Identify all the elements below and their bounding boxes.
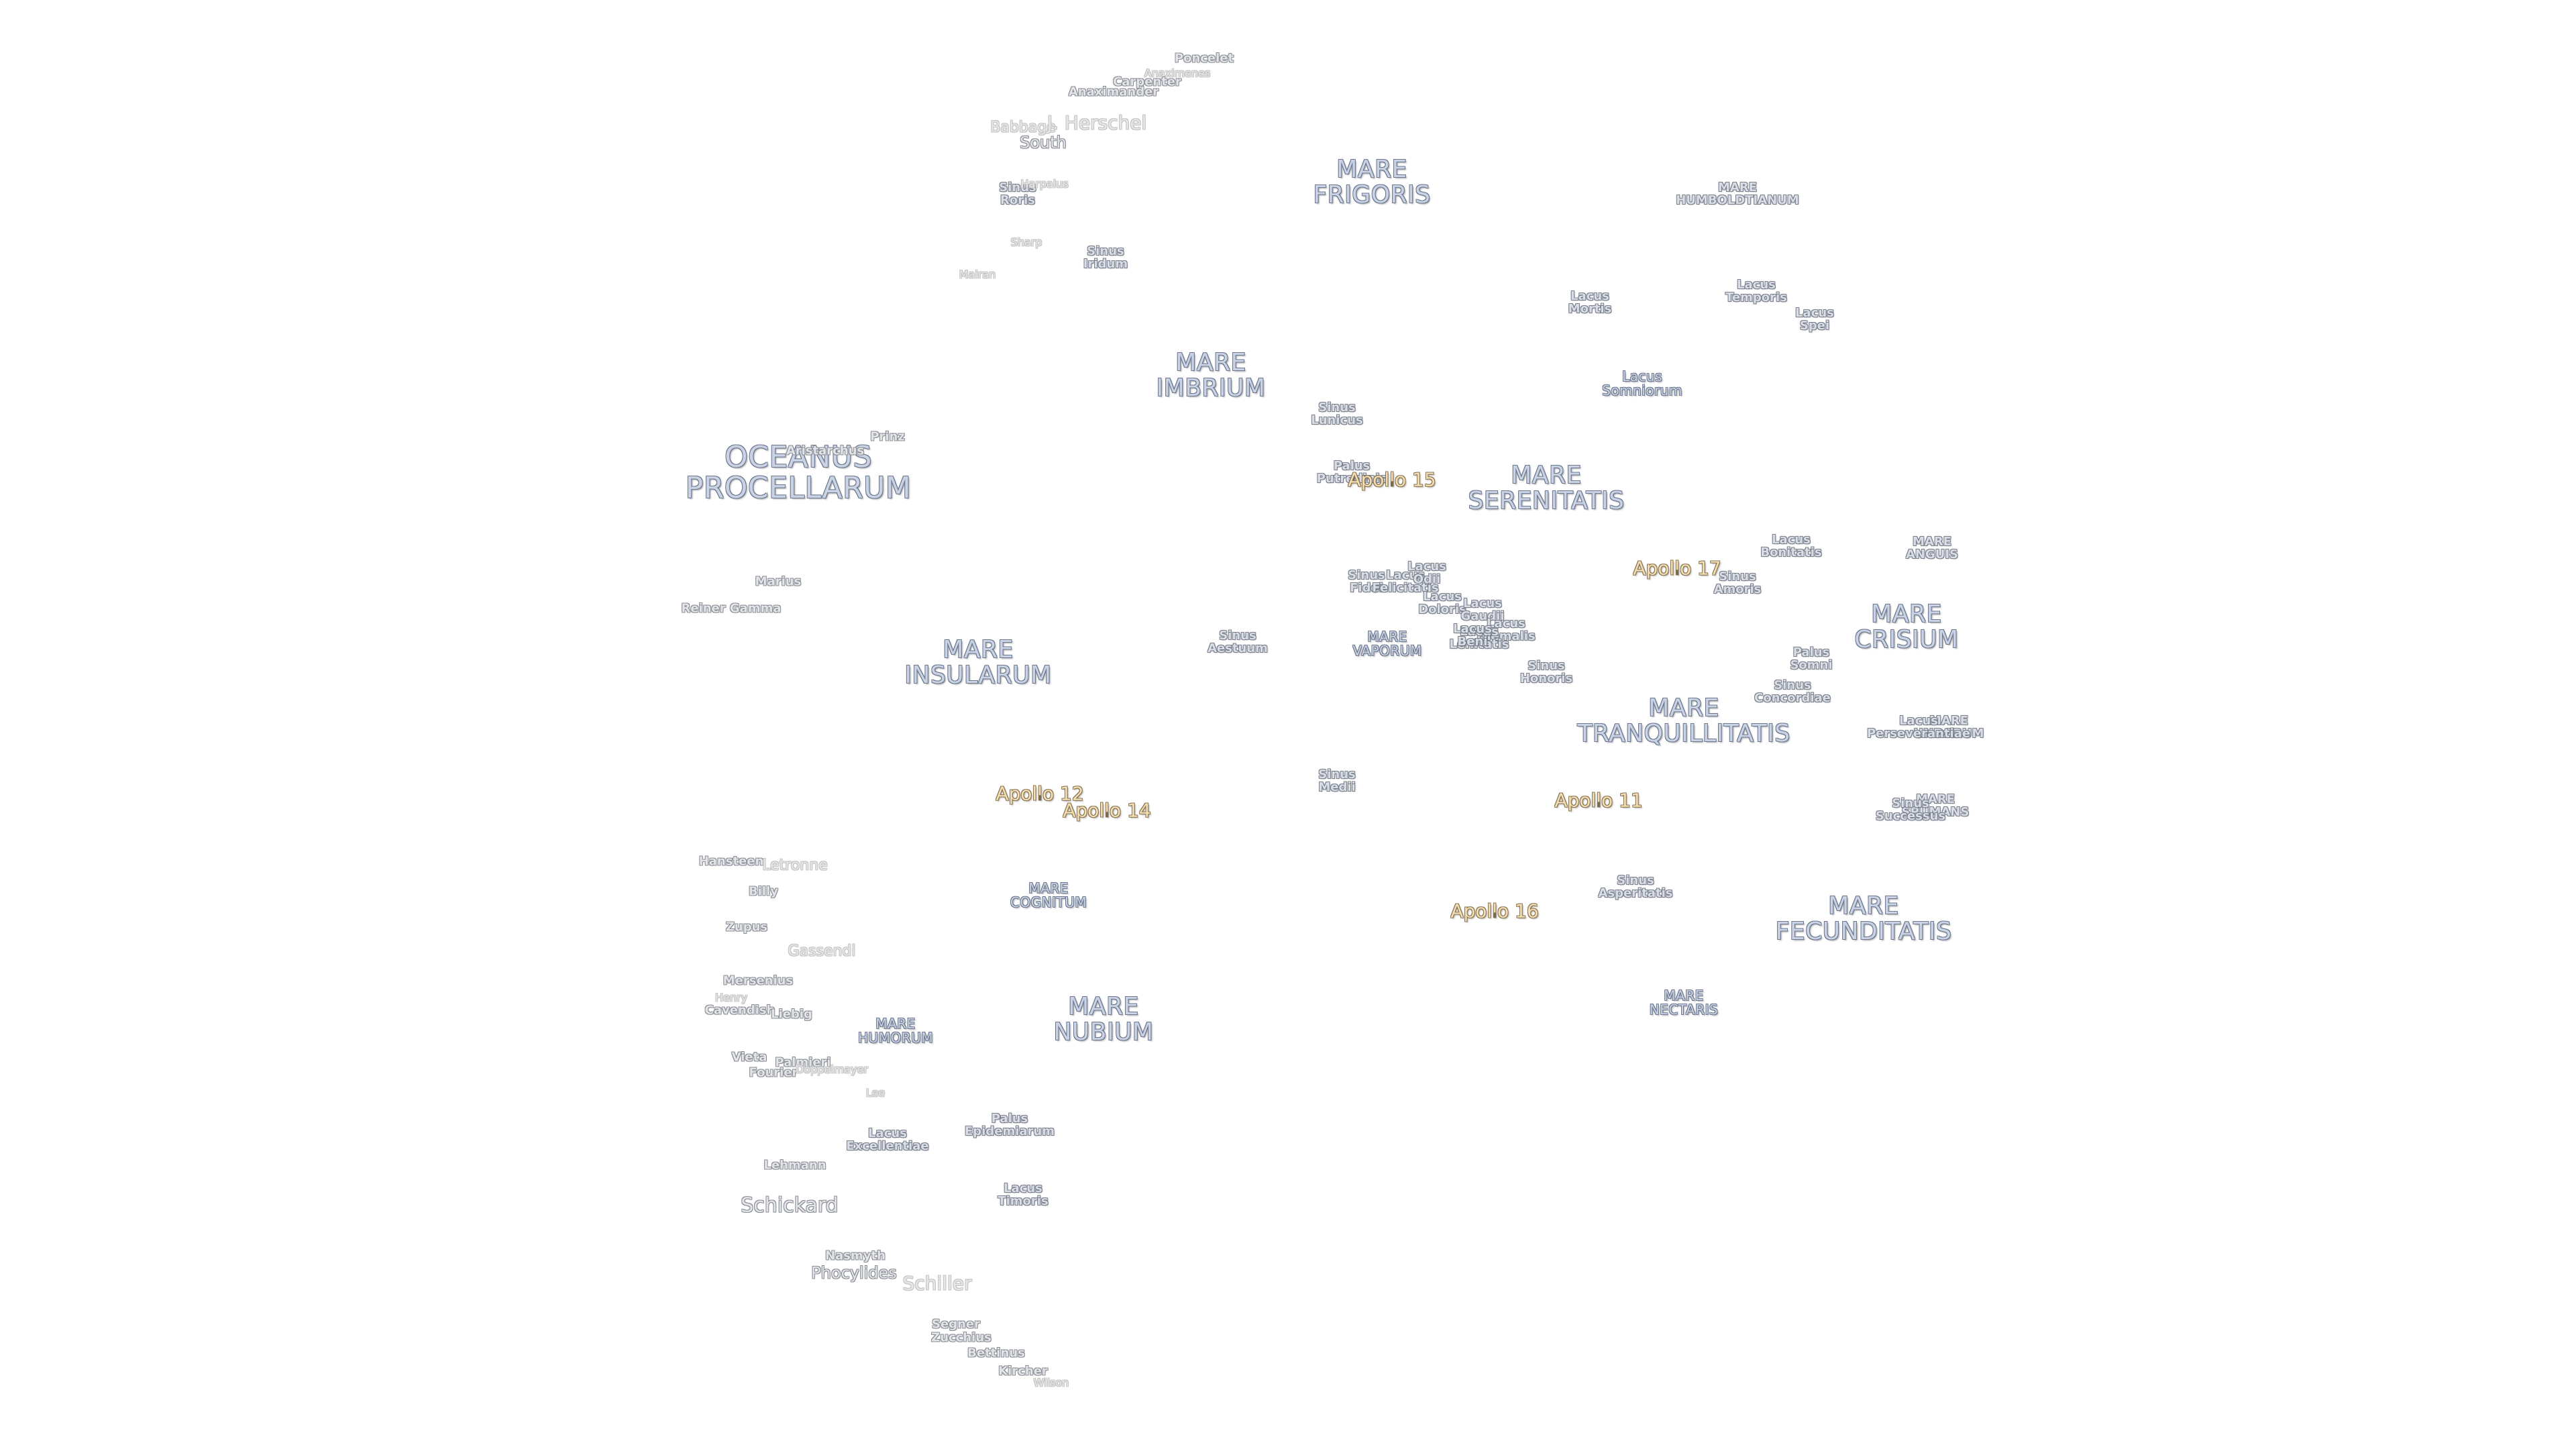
map-label-apollo-16: Apollo 16 — [1450, 900, 1539, 922]
map-label-lacus-odii: Lacus Odii — [1407, 559, 1446, 586]
map-label-mersenius: Mersenius — [722, 973, 794, 988]
map-label-sinus-amoris: Sinus Amoris — [1713, 570, 1762, 596]
map-label-sinus-successus: Sinus Successus — [1875, 796, 1946, 823]
map-label-mare-vaporum: MARE VAPORUM — [1352, 629, 1422, 659]
map-label-sinus-concordiae: Sinus Concordiae — [1754, 678, 1831, 705]
map-label-apollo-14: Apollo 14 — [1063, 799, 1151, 822]
map-label-mare-anguis: MARE ANGUIS — [1905, 535, 1959, 561]
map-label-sinus-honoris: Sinus Honoris — [1519, 659, 1573, 686]
map-label-hansteen: Hansteen — [698, 854, 764, 869]
map-label-gassendi: Gassendi — [788, 943, 856, 960]
map-label-apollo-11: Apollo 11 — [1554, 789, 1643, 812]
map-label-sinus-iridum: Sinus Iridum — [1083, 244, 1128, 271]
map-label-lacus-lenitatis: Lacus Lenitatis — [1449, 625, 1509, 651]
map-label-harpalus: Harpalus — [1020, 177, 1069, 191]
map-label-phocylides: Phocylides — [811, 1263, 897, 1283]
map-label-anaximander: Anaximander — [1068, 85, 1159, 99]
map-label-bettinus: Bettinus — [967, 1346, 1025, 1360]
map-label-billy: Billy — [749, 884, 778, 899]
map-label-vieta: Vieta — [731, 1050, 767, 1065]
map-label-prinz: Prinz — [870, 429, 905, 444]
map-label-cavendish: Cavendish — [704, 1003, 775, 1018]
map-label-lacus-beni: Lacus Beni — [1453, 622, 1492, 649]
map-label-zucchius: Zucchius — [931, 1330, 991, 1345]
map-label-sinus-medii: Sinus Medii — [1318, 767, 1356, 794]
map-label-doppelmayer: Doppelmayer — [796, 1063, 868, 1076]
map-label-mare-nectaris: MARE NECTARIS — [1649, 987, 1719, 1018]
map-label-sinus-roris: Sinus Roris — [999, 180, 1036, 207]
map-label-sinus-aestuum: Sinus Aestuum — [1208, 629, 1268, 655]
map-label-palmieri: Palmieri — [775, 1055, 831, 1070]
map-label-fourier: Fourier — [749, 1065, 798, 1080]
map-label-sinus-lunicus: Sinus Lunicus — [1311, 400, 1363, 427]
map-label-nasmyth: Nasmyth — [825, 1248, 885, 1263]
map-label-lacus-gaudii: Lacus Gaudii — [1460, 596, 1505, 623]
map-label-j-herschel: J. Herschel — [1046, 111, 1147, 134]
map-label-south: South — [1020, 133, 1067, 152]
map-label-wilson: Wilson — [1033, 1376, 1069, 1389]
map-label-mare-cognitum: MARE COGNITUM — [1010, 880, 1087, 910]
map-label-segner: Segner — [932, 1317, 980, 1332]
map-label-lacus-hiemalis: Lacus Hiemalis — [1477, 616, 1536, 643]
map-label-mare-spumans: MARE SPUMANS — [1901, 792, 1970, 819]
map-label-aristarchus: Aristarchus — [786, 443, 865, 458]
map-label-lacus-doloris: Lacus Doloris — [1418, 590, 1466, 616]
map-label-kircher: Kircher — [998, 1364, 1048, 1379]
map-label-apollo-17: Apollo 17 — [1633, 557, 1721, 580]
map-label-lacus-somniorum: Lacus Somniorum — [1602, 368, 1682, 398]
map-label-carpenter: Carpenter — [1113, 74, 1181, 89]
map-label-letronne: Letronne — [762, 857, 828, 874]
map-label-mare-serenitatis: MARE SERENITATIS — [1468, 462, 1625, 515]
map-label-schickard: Schickard — [741, 1193, 839, 1218]
map-label-liebig: Liebig — [771, 1007, 812, 1022]
map-label-mare-crisium: MARE CRISIUM — [1854, 600, 1959, 653]
map-label-lacus-felicitatis: Lacus Felicitatis — [1372, 568, 1439, 595]
map-label-mare-humboldtianum: MARE HUMBOLDTIANUM — [1676, 180, 1799, 207]
map-label-marius: Marius — [755, 574, 802, 589]
map-label-mare-insularum: MARE INSULARUM — [904, 636, 1052, 689]
map-label-henry: Henry — [714, 991, 748, 1004]
map-label-mare-nubium: MARE NUBIUM — [1053, 993, 1154, 1046]
map-label-lacus-mortis: Lacus Mortis — [1568, 289, 1612, 316]
map-label-palus-epidemiarum: Palus Epidemiarum — [965, 1112, 1055, 1138]
map-label-lehmann: Lehmann — [763, 1158, 826, 1173]
map-label-apollo-15: Apollo 15 — [1348, 468, 1436, 491]
map-label-mare-undarum: MARE UNDARUM — [1913, 714, 1984, 741]
map-label-lacus-spei: Lacus Spei — [1795, 306, 1834, 333]
map-label-sinus-fidei: Sinus Fidei — [1348, 568, 1385, 595]
map-label-lacus-temporis: Lacus Temporis — [1725, 278, 1787, 305]
map-label-mare-frigoris: MARE FRIGORIS — [1313, 156, 1431, 209]
map-label-lacus-bonitatis: Lacus Bonitatis — [1760, 533, 1822, 559]
map-label-anaximenes: Anaximenes — [1144, 66, 1211, 80]
map-label-sharp: Sharp — [1010, 235, 1042, 249]
map-label-lacus-perseverantiae: Lacus Perseverantiae — [1866, 714, 1971, 741]
map-label-sinus-asperitatis: Sinus Asperitatis — [1598, 873, 1673, 900]
map-label-schiller: Schiller — [902, 1272, 972, 1295]
map-label-lee: Lee — [865, 1086, 885, 1099]
map-label-reiner-gamma: Reiner Gamma — [681, 601, 782, 616]
map-label-babbage: Babbage — [990, 119, 1056, 136]
map-label-mare-humorum: MARE HUMORUM — [858, 1016, 933, 1046]
map-label-poncelet: Poncelet — [1174, 51, 1234, 66]
map-label-zupus: Zupus — [725, 920, 768, 934]
map-label-lacus-excellentiae: Lacus Excellentiae — [846, 1126, 929, 1153]
map-label-lacus-timoris: Lacus Timoris — [998, 1181, 1049, 1208]
map-label-mairan: Mairan — [959, 268, 996, 281]
map-label-mare-tranquillitatis: MARE TRANQUILLITATIS — [1577, 694, 1790, 747]
map-label-mare-fecunditatis: MARE FECUNDITATIS — [1775, 892, 1952, 945]
map-label-palus-somni: Palus Somni — [1790, 645, 1833, 672]
map-label-mare-imbrium: MARE IMBRIUM — [1156, 349, 1266, 402]
map-label-oceanus-procellarum: OCEANUS PROCELLARUM — [685, 439, 912, 505]
